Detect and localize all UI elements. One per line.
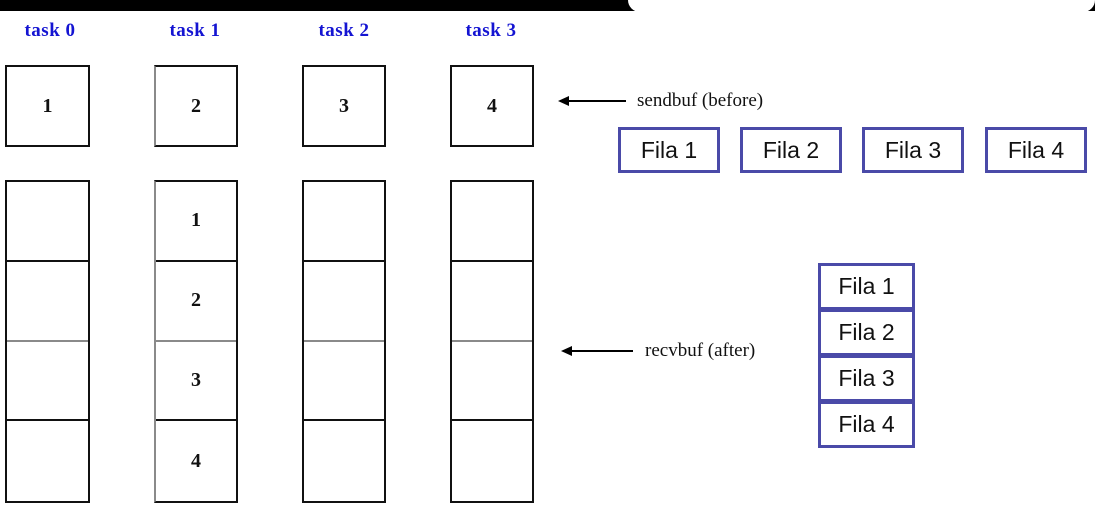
task-label-2: task 2 [318,20,370,41]
fila-stack-box-2: Fila 3 [818,355,915,402]
recvbuf-arrowhead-icon [561,346,572,356]
sendbuf-arrow-shaft [566,100,626,102]
sendbuf-arrow-icon [558,95,626,106]
fila-row-box-2: Fila 3 [862,127,964,173]
fila-stack-box-0: Fila 1 [818,263,915,310]
task-label-1: task 1 [169,20,221,41]
recvbuf-cell-1-0: 1 [156,182,236,262]
sendbuf-cell-2: 3 [302,65,386,147]
fila-row-box-0: Fila 1 [618,127,720,173]
recvbuf-cell-3-3 [452,421,532,501]
sendbuf-arrowhead-icon [558,96,569,106]
recvbuf-column-2 [302,180,386,503]
recvbuf-cell-1-3: 4 [191,449,201,472]
fila-stack-box-1: Fila 2 [818,309,915,356]
recvbuf-arrow-icon [561,345,633,356]
task-label-3: task 3 [465,20,517,41]
recvbuf-cell-0-1 [7,262,88,342]
recvbuf-cell-2-3 [304,421,384,501]
recvbuf-cell-2-1 [304,262,384,342]
sendbuf-cell-0: 1 [5,65,90,147]
sendbuf-cell-3: 4 [450,65,534,147]
recvbuf-label: recvbuf (after) [645,340,756,361]
fila-stack-box-3: Fila 4 [818,401,915,448]
sendbuf-cell-1: 2 [154,65,238,147]
recvbuf-column-3 [450,180,534,503]
recvbuf-cell-3-2 [452,342,532,422]
recvbuf-cell-3-1 [452,262,532,342]
recvbuf-cell-3-0 [452,182,532,262]
recvbuf-column-0 [5,180,90,503]
recvbuf-cell-0-3 [7,421,88,501]
sendbuf-label: sendbuf (before) [637,90,764,111]
task-label-0: task 0 [24,20,76,41]
recvbuf-cell-1-2: 3 [156,342,236,422]
band-white-blob-secondary [655,0,985,16]
fila-row-box-3: Fila 4 [985,127,1087,173]
recvbuf-arrow-shaft [569,350,633,352]
recvbuf-cell-0-2 [7,342,88,422]
recvbuf-cell-2-2 [304,342,384,422]
recvbuf-cell-2-0 [304,182,384,262]
top-black-band [0,0,1095,11]
recvbuf-cell-0-0 [7,182,88,262]
fila-row-box-1: Fila 2 [740,127,842,173]
recvbuf-cell-1-1: 2 [156,262,236,342]
